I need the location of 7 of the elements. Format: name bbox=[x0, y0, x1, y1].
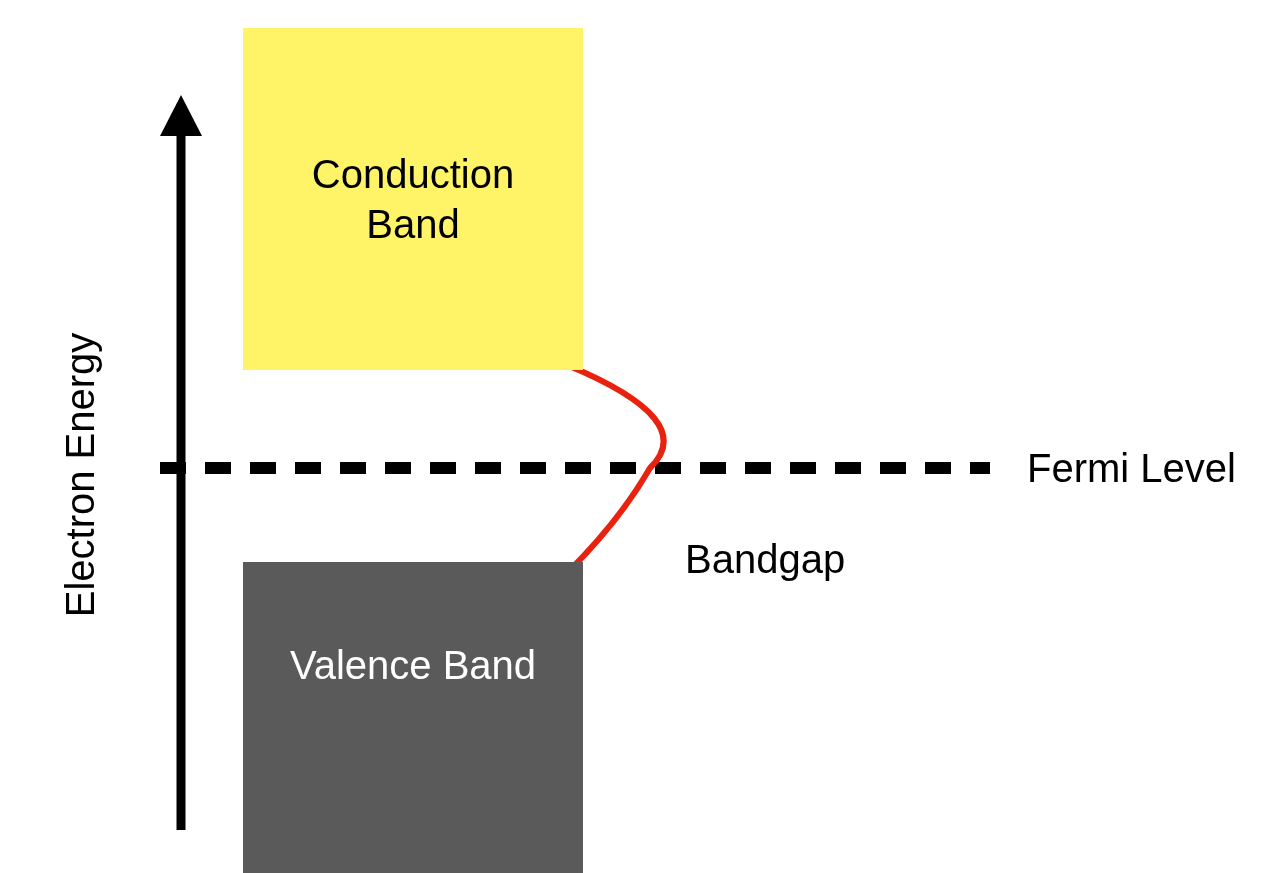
conduction-band-box bbox=[243, 28, 583, 370]
band-label: Conduction Band bbox=[310, 151, 516, 248]
bandgap-label: Bandgap bbox=[685, 537, 846, 582]
valence-band-box bbox=[243, 562, 583, 873]
band-label: Valence Band bbox=[288, 642, 538, 689]
axis-label: Electron Energy bbox=[57, 332, 103, 618]
fermi-level-label: Fermi Level bbox=[1027, 446, 1236, 491]
